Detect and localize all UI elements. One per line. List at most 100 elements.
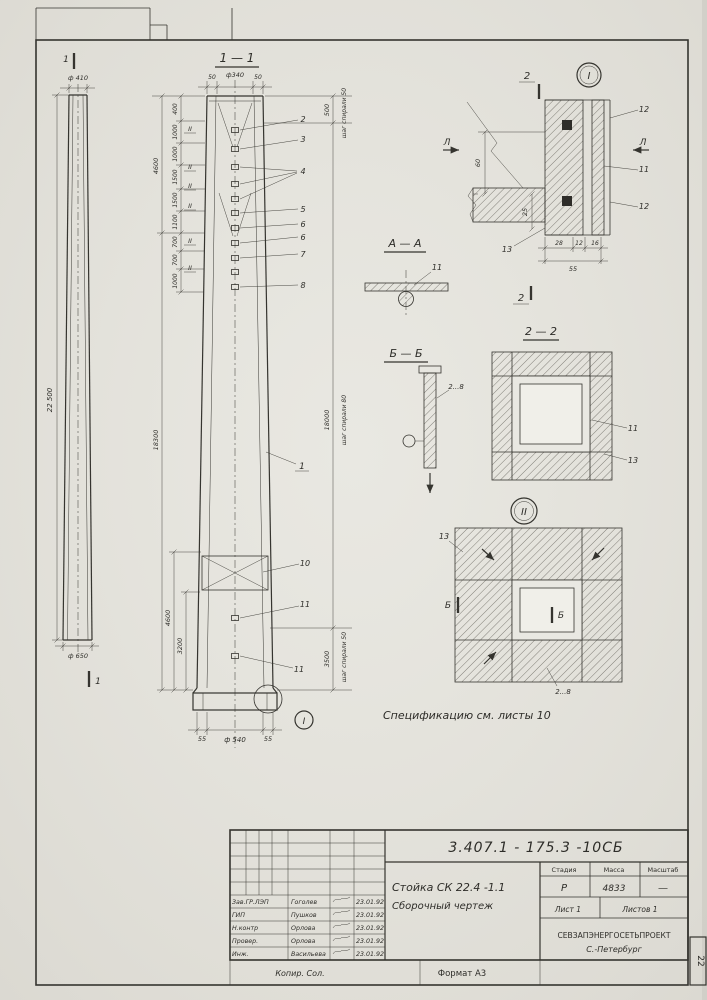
section-b-b [384,361,450,493]
detail-ii-flag-3: II [188,182,192,190]
sign-role-5: Инж. [232,951,249,958]
drawing-frame [35,7,707,986]
callout-11-d2: 11 [639,165,649,174]
callout-2: 2 [300,115,305,124]
callout-8: 8 [300,281,305,290]
sign-name-5: Васильева [291,951,326,958]
dim-18300: 18300 [152,430,160,451]
left-view-dia-bottom: ф 650 [68,652,88,660]
city: С.-Петербург [586,945,642,954]
section-b-b-title: Б — Б [389,347,422,360]
view-marker-l-right: Л [639,138,647,148]
main-view-title: 1 — 1 [220,51,255,65]
callout-11a: 11 [300,600,310,609]
callout-13-d2: 13 [502,245,512,254]
sign-date-5: 23.01.92 [356,951,384,958]
callout-13-ii: 13 [439,532,449,541]
callout-1: 1 [299,462,305,472]
dim-1500b: 1500 [172,192,179,207]
callout-11b: 11 [294,665,304,674]
main-view-1-1 [152,66,352,748]
callout-6b: 6 [300,233,305,242]
dim-700a: 700 [172,236,179,248]
spec-note: Спецификацию см. листы 10 [383,709,551,722]
callout-13-22: 13 [628,456,638,465]
detail-ii-flag-2: II [188,163,192,171]
dim-55: 55 [569,265,577,273]
sign-role-2: ГИП [232,912,245,919]
mass-header: Масса [604,866,625,874]
spiral-pitch-top: шаг спирали 50 [341,88,348,138]
sign-date-2: 23.01.92 [356,912,384,919]
mass-value: 4833 [603,884,626,894]
detail-ii-circle-label: II [521,507,527,518]
sign-name-2: Пушков [291,912,317,919]
sign-date-4: 23.01.92 [356,938,384,945]
left-view-cut-marker-top: 1 [63,55,69,65]
cut-2-label-bottom: 2 [518,293,524,304]
scale-header: Масштаб [648,866,679,874]
top-dim-right: 50 [254,74,262,81]
dim-1500a: 1500 [172,169,179,184]
detail-ii-flag-1: II [188,125,192,133]
dim-28: 28 [555,240,563,247]
callout-10: 10 [300,559,310,568]
format-label: Формат А3 [438,969,486,979]
section-2-2 [491,339,628,481]
sign-name-1: Гоголев [291,899,317,906]
bottom-dim-dia: ф 540 [224,736,246,744]
top-dim-left: 50 [208,74,216,81]
scale-value: — [658,883,668,894]
dim-1100: 1100 [172,214,179,229]
sheet-label: Лист 1 [554,905,581,914]
doc-type: Сборочный чертеж [392,900,493,912]
spiral-pitch-bottom: шаг спирали 50 [341,632,348,682]
detail-ii [448,497,623,687]
dim-1000a: 1000 [172,124,179,139]
left-side-view [52,53,99,687]
sheets-label: Листов 1 [621,905,657,914]
dim-60: 60 [474,159,482,167]
copier-label: Копир. Сол. [275,969,324,978]
section-a-a-title: А — А [387,237,421,250]
title-block [229,829,689,985]
detail-i-ref-circle-label: I [303,717,306,727]
view-marker-l-left: Л [443,138,451,148]
sign-role-4: Провер. [232,938,258,945]
left-view-dia-top: ф 410 [68,74,88,82]
dim-700b: 700 [172,254,179,266]
sign-date-3: 23.01.92 [356,925,384,932]
sign-role-3: Н.контр [232,925,258,932]
bottom-dim-right: 55 [264,735,272,743]
dim-12: 12 [575,240,583,247]
dim-1000c: 1000 [172,273,179,288]
callout-3: 3 [300,135,305,144]
cut-2-label-top: 2 [524,71,530,82]
note-2-8-bb: 2...8 [448,383,464,391]
detail-ii-flag-5: II [188,237,192,245]
doc-number: 3.407.1 - 175.3 -10СБ [448,840,623,856]
dim-16: 16 [591,240,599,247]
section-2-2-title: 2 — 2 [525,325,557,338]
cut-b-label-inner: Б [558,611,564,621]
detail-ii-flag-6: II [188,264,192,272]
spiral-pitch-middle: шаг спирали 80 [341,395,348,445]
top-dim-dia: ф340 [226,71,244,79]
stage-value: Р [561,883,568,894]
dim-400: 400 [172,103,179,115]
dim-25: 25 [521,208,529,216]
dim-4600-top: 4600 [152,158,160,175]
detail-i-circle-label: I [588,71,591,82]
sign-name-4: Орлова [291,938,316,945]
dim-3500-right: 3500 [323,651,331,668]
callout-12a: 12 [639,105,649,114]
callout-12b: 12 [639,202,649,211]
sheet-number: 22 [695,955,705,966]
callout-7: 7 [300,250,306,259]
note-2-8-ii: 2...8 [555,688,571,696]
left-view-height: 22 500 [46,387,54,412]
bottom-dim-left: 55 [198,735,206,743]
